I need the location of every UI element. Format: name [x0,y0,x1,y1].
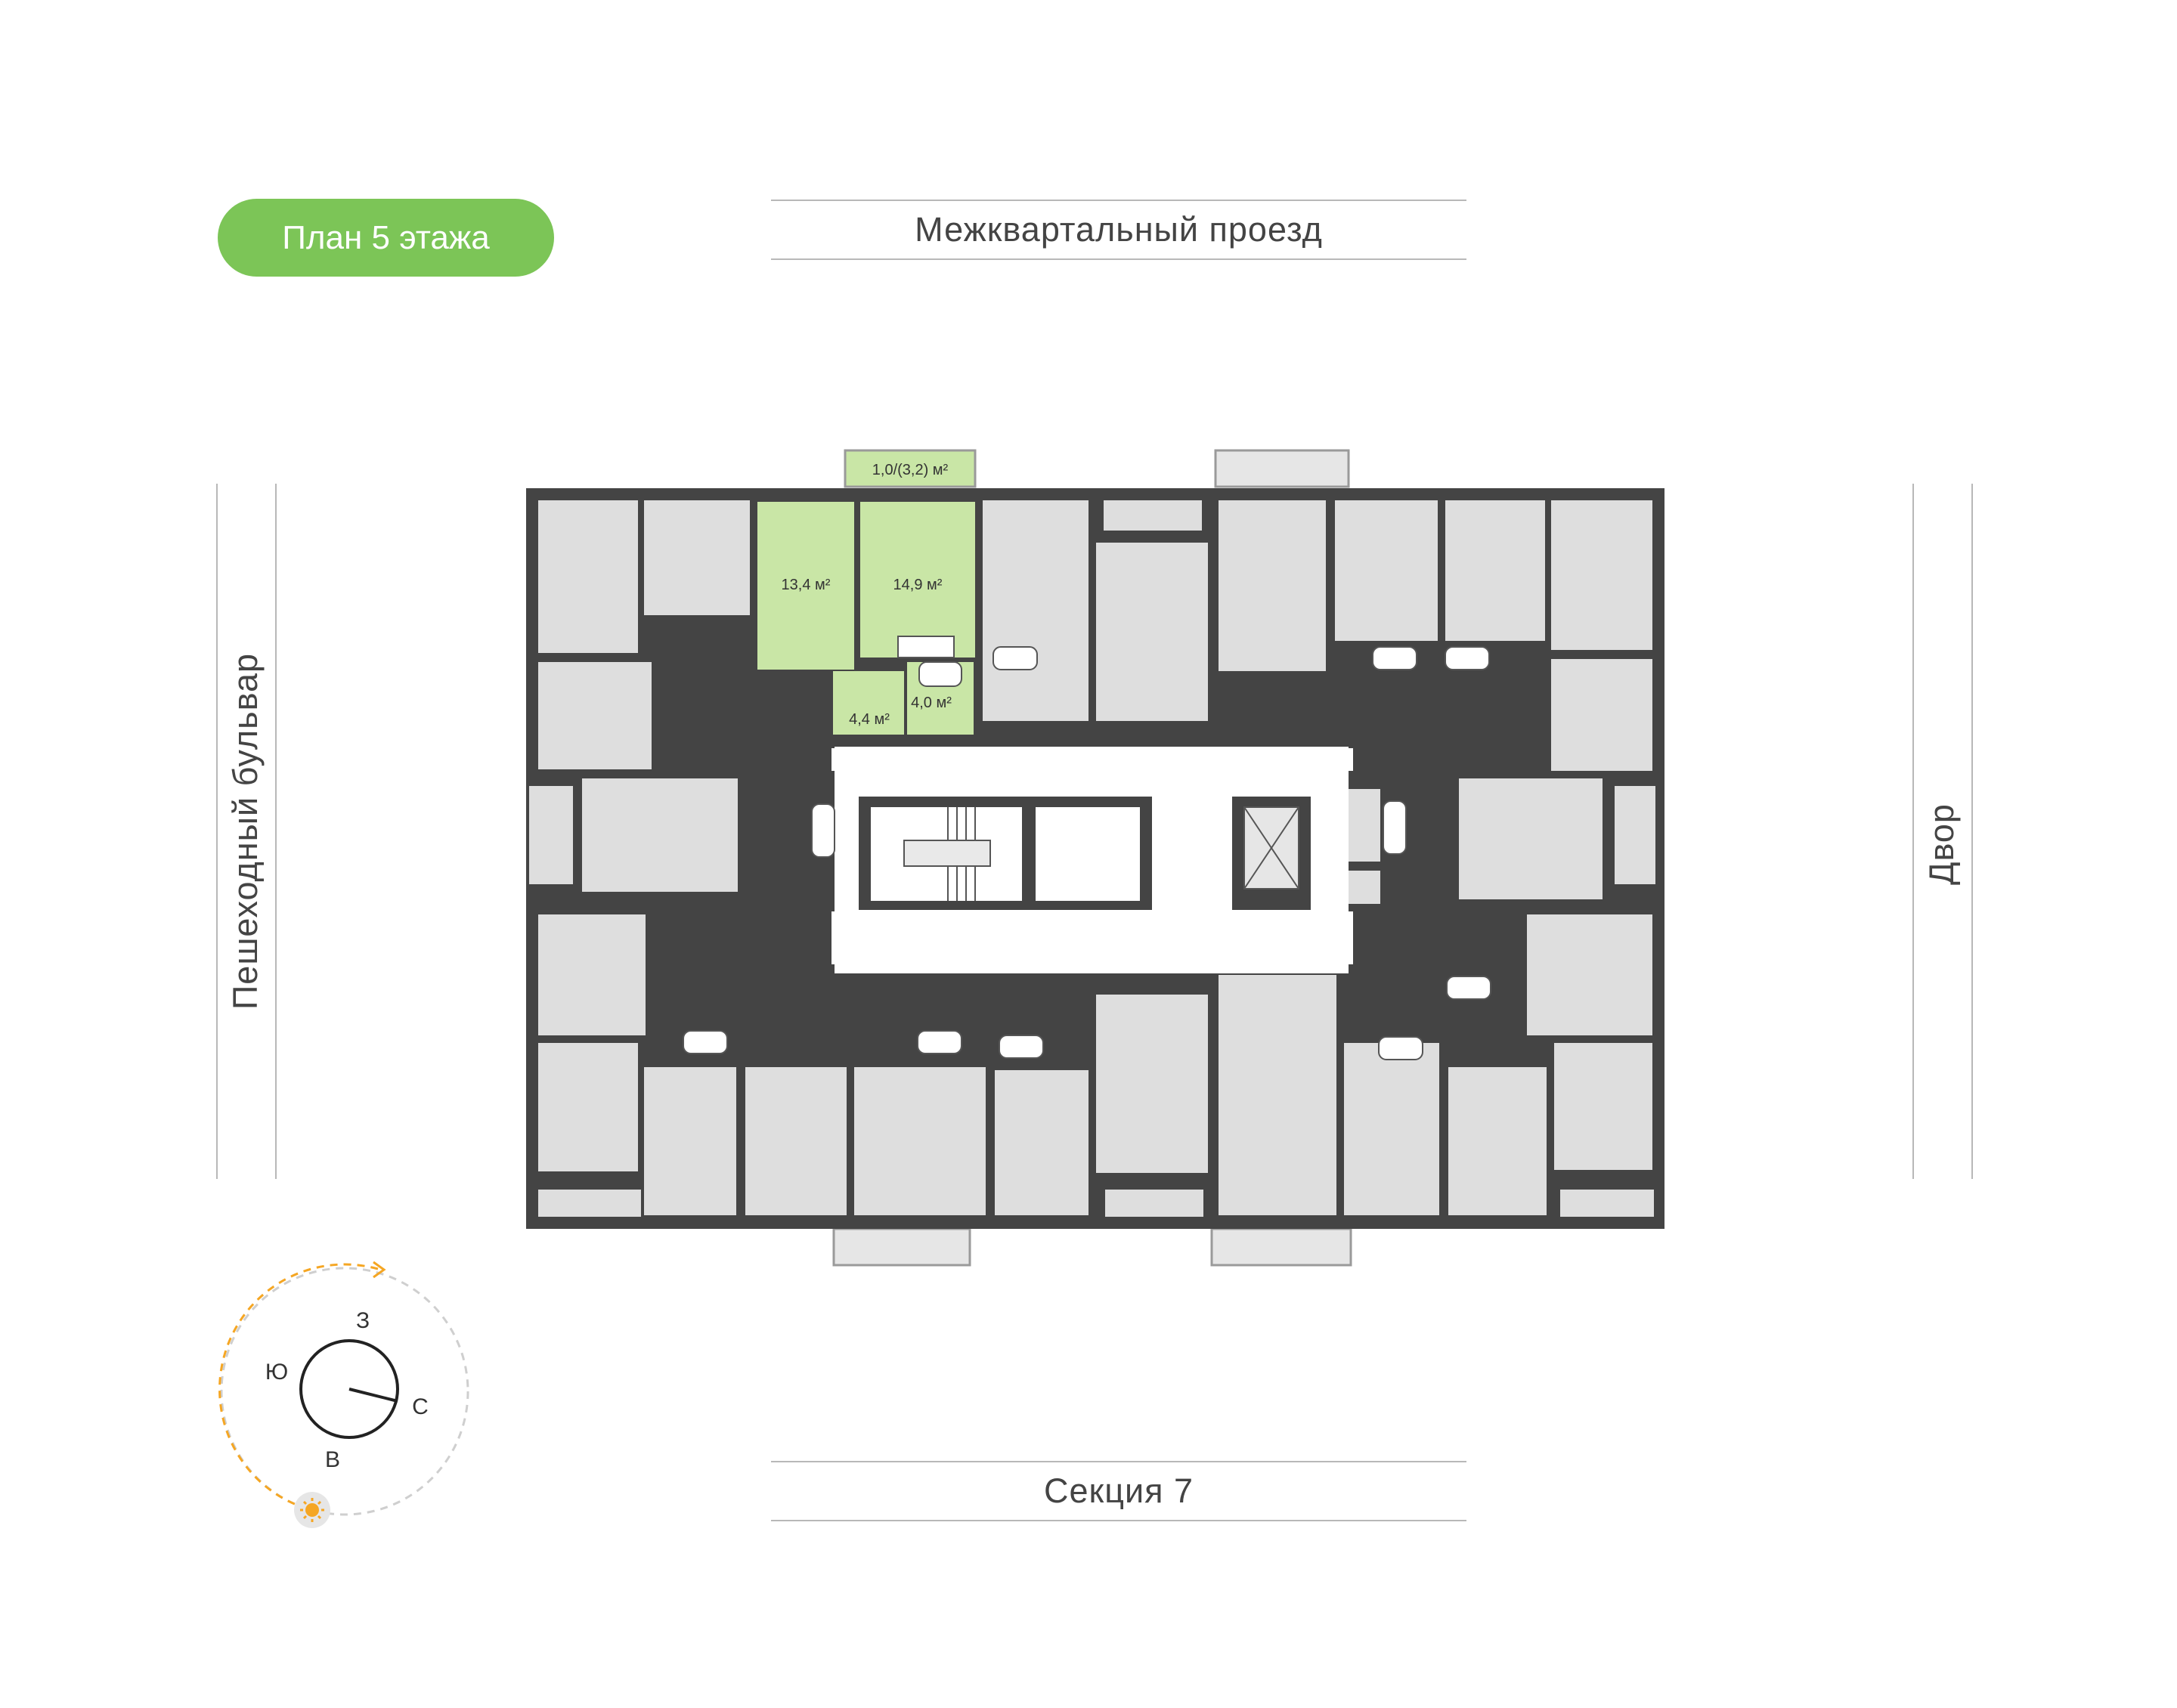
room [538,1043,638,1171]
room [1219,500,1326,671]
compass-west: З [356,1308,370,1333]
room [1551,659,1652,771]
room [1219,975,1336,1215]
room [745,1067,847,1215]
floor-plan-label: План 5 этажа [282,218,490,256]
floor-plan-badge: План 5 этажа [218,199,554,277]
balcony-highlighted[interactable] [844,449,977,488]
selected-apartment[interactable] [757,502,975,735]
corridor [831,748,1353,771]
room-area-label: 4,0 м² [911,695,952,711]
kitchen-counter [897,636,955,658]
street-right [1912,484,1973,1179]
balcony-bottom-right [1210,1227,1352,1267]
compass-dial [299,1339,399,1439]
lobby [1036,807,1140,901]
room [529,786,573,884]
room [1344,1043,1439,1215]
room [1335,500,1438,641]
room [1105,1190,1203,1217]
street-bottom-label: Секция 7 [1043,1471,1194,1510]
street-top-label: Межквартальный проезд [915,210,1323,249]
stair-steps [947,807,976,901]
corridor [831,911,1353,964]
room [854,1067,986,1215]
room [1554,1043,1652,1170]
room [983,500,1088,721]
sun-path-arc [218,1263,379,1512]
balcony-area-label: 1,0/(3,2) м² [872,462,949,478]
sun-path-circle [220,1267,469,1516]
compass-needle [348,1388,398,1403]
room-area-label: 13,4 м² [782,577,831,593]
compass-north: С [412,1394,429,1419]
room-14-9[interactable] [860,502,975,658]
room-area-label: 14,9 м² [893,577,943,593]
room [538,1190,641,1217]
room-13-4[interactable] [757,502,854,670]
room [538,662,652,769]
street-bottom: Секция 7 [771,1461,1466,1521]
room [1096,995,1208,1173]
balcony-top-right [1214,449,1350,488]
room [1459,778,1603,899]
balcony-bottom-left [832,1227,971,1267]
room [995,1070,1088,1215]
compass-east: В [325,1447,340,1472]
room [582,778,738,892]
street-left [216,484,277,1179]
room [538,500,638,653]
room [1096,543,1208,721]
room-area-label: 4,4 м² [849,711,890,728]
room [644,1067,736,1215]
room [644,500,750,615]
room [1560,1190,1654,1217]
room-4-4[interactable] [833,671,904,735]
street-top: Межквартальный проезд [771,200,1466,260]
rooms [529,500,1655,1217]
room [1527,914,1652,1035]
sun-path-arrow-icon [373,1261,386,1279]
room [538,914,646,1035]
room [1104,500,1202,531]
room [1551,500,1652,650]
room [1448,1067,1547,1215]
sun-icon [294,1492,330,1528]
fixtures [683,646,1491,1060]
room [1615,786,1655,884]
room [1445,500,1545,641]
compass-south: Ю [265,1360,288,1385]
bathtub [918,661,962,687]
stair-landing [903,840,991,867]
